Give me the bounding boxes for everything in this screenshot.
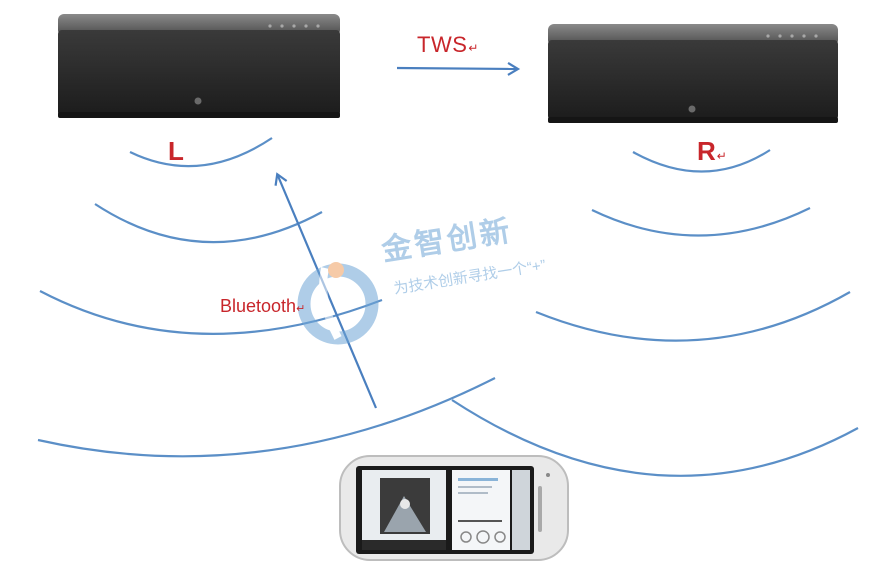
return-mark: ↵ [468,41,479,55]
right-speaker [548,24,838,123]
right-speaker-label: R↵ [697,136,727,167]
tws-label: TWS↵ [417,32,479,58]
left-speaker-led [195,98,202,105]
return-mark: ↵ [296,303,305,315]
tws-arrow [397,68,516,69]
right-speaker-led [689,106,696,113]
left-speaker-label: L [168,136,184,167]
bluetooth-label: Bluetooth↵ [220,296,305,317]
phone-home-button [538,486,542,532]
watermark-logo [304,262,372,338]
left-speaker [58,14,340,118]
return-mark: ↵ [717,149,727,163]
smartphone [340,456,568,560]
right-waves [452,150,858,476]
